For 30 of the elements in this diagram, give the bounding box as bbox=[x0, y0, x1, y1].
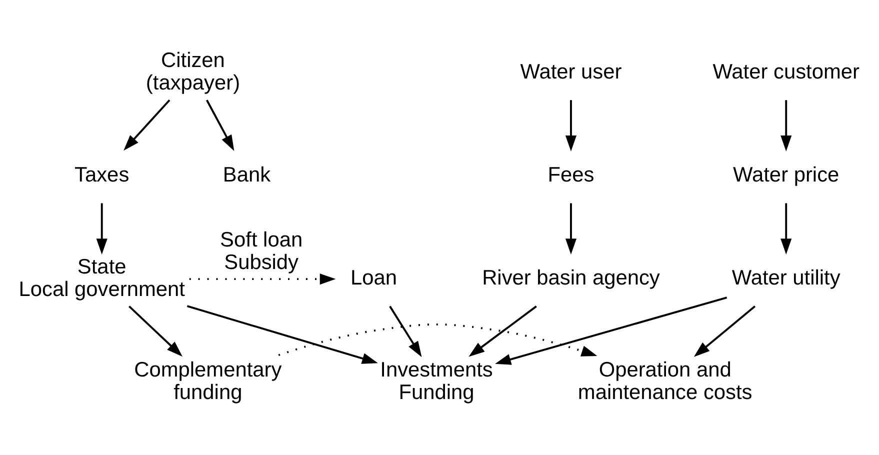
node-text: Water price bbox=[733, 163, 840, 186]
node-text: Bank bbox=[222, 163, 271, 186]
node-text: Water user bbox=[520, 60, 622, 84]
node-text: Fees bbox=[548, 163, 594, 186]
node-text: Water utility bbox=[732, 266, 840, 290]
node-text: Water customer bbox=[712, 60, 860, 84]
node-text: Loan bbox=[350, 266, 398, 290]
node-text: Taxes bbox=[74, 163, 130, 186]
arrow bbox=[468, 306, 537, 357]
arrow bbox=[565, 203, 577, 254]
node-text: River basin agency bbox=[482, 266, 660, 290]
arrow bbox=[278, 323, 598, 356]
arrow bbox=[186, 305, 378, 364]
arrow bbox=[780, 100, 792, 152]
node-text: State Local government bbox=[18, 255, 185, 301]
arrow bbox=[124, 99, 170, 151]
arrow bbox=[694, 306, 756, 357]
node-text: Operation and maintenance costs bbox=[578, 358, 752, 404]
node-text: Citizen (taxpayer) bbox=[146, 49, 240, 95]
node-text: Investments Funding bbox=[380, 358, 493, 404]
arrow bbox=[495, 296, 728, 365]
arrow bbox=[389, 306, 422, 358]
node-text: Complementary funding bbox=[134, 358, 282, 404]
edge-label: Soft loan Subsidy bbox=[220, 228, 303, 274]
arrow bbox=[96, 203, 108, 254]
arrow bbox=[128, 306, 182, 357]
arrow bbox=[189, 274, 336, 285]
arrow bbox=[780, 203, 792, 254]
arrow bbox=[565, 100, 577, 152]
arrow bbox=[206, 100, 234, 151]
